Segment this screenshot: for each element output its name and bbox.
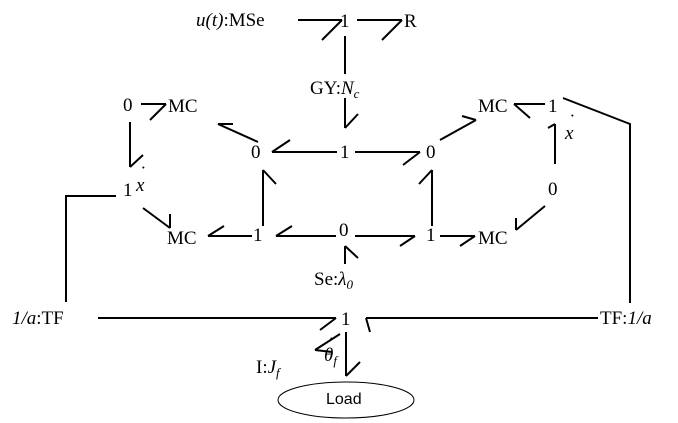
- mse-source: u(t): [196, 10, 224, 31]
- tf-right-ratio: 1/a: [627, 308, 652, 329]
- bond-1-mc-left: [142, 207, 171, 229]
- bond-1-tf-right: [562, 97, 631, 303]
- junction-1-bottom-left: 1: [253, 225, 263, 246]
- bond-1-load: [345, 332, 361, 377]
- bond-1-0-right-vert: [418, 169, 433, 226]
- bond-0-se: [344, 245, 359, 264]
- junction-0-center-right: 0: [426, 142, 436, 163]
- se-lambda: λ: [338, 269, 347, 290]
- right-xdot-dot: ˙: [568, 111, 575, 132]
- mse-label: u(t):MSe: [196, 11, 265, 30]
- junction-0-right: 0: [548, 179, 558, 200]
- bond-tf-1-right: [365, 317, 598, 333]
- load-label: Load: [326, 391, 362, 408]
- bond-1-mc-bottom-left: [207, 225, 252, 237]
- se-subscript: 0: [346, 277, 354, 292]
- bond-1-mc-bottom-right: [440, 235, 476, 247]
- right-xdot-text: x: [565, 123, 574, 144]
- bond-gy-1: [344, 98, 359, 129]
- left-xdot-dot: ˙: [139, 163, 146, 184]
- bond-0-1-bottom-right: [355, 235, 416, 247]
- i-j: J: [267, 357, 277, 378]
- mc-upper-right: MC: [478, 96, 508, 117]
- bond-1-0-left-vert: [262, 169, 277, 226]
- tf-right-label: TF:1/a: [600, 309, 652, 328]
- i-subscript: f: [276, 365, 280, 380]
- i-label: I:Jf: [256, 357, 280, 380]
- load-ellipse: [277, 381, 415, 419]
- mc-lower-right: MC: [478, 228, 508, 249]
- junction-1-left: 1: [123, 180, 133, 201]
- junction-0-bottom-center: 0: [339, 220, 349, 241]
- bond-1-i: [314, 333, 341, 353]
- junction-1-center: 1: [340, 142, 350, 163]
- bond-mse-1: [298, 19, 343, 41]
- bond-0-1-bottom-left: [275, 225, 336, 237]
- theta-subscript: f: [333, 353, 337, 368]
- right-xdot: x˙: [565, 112, 574, 144]
- bond-1-tf-left: [65, 195, 116, 302]
- junction-1-top: 1: [340, 11, 350, 32]
- bond-tf-1-left: [98, 317, 337, 331]
- theta-symbol: θ: [324, 345, 334, 366]
- theta-label: θ˙f: [324, 335, 337, 368]
- tf-left-ratio: 1/a: [12, 308, 37, 329]
- bond-0-mc-right: [439, 115, 477, 141]
- r-element: R: [404, 11, 417, 32]
- bond-0-1-left: [129, 122, 144, 168]
- bond-0-mc-left: [141, 103, 167, 121]
- bond-mc-0-left: [217, 123, 259, 143]
- gy-label: GY:Nc: [310, 78, 360, 101]
- tf-left-label: 1/a:TF: [12, 309, 64, 328]
- gy-n: N: [340, 78, 354, 99]
- se-label: Se:λ0: [314, 269, 354, 292]
- left-xdot: x˙: [136, 164, 145, 196]
- junction-1-bottom-right: 1: [426, 225, 436, 246]
- gy-type: GY:: [310, 78, 341, 99]
- bond-1-mc-right: [513, 103, 545, 119]
- bond-1-0-right: [547, 123, 556, 164]
- junction-1-right: 1: [548, 96, 558, 117]
- theta-dot: ˙: [327, 334, 334, 355]
- i-type: I:: [256, 357, 268, 378]
- tf-left-type: :TF: [36, 308, 64, 329]
- bond-0-mc-lower-right: [515, 205, 546, 231]
- mc-upper-left: MC: [168, 96, 198, 117]
- junction-1-bottom: 1: [341, 309, 351, 330]
- tf-right-type: TF:: [600, 308, 628, 329]
- bond-1-0-top-left: [271, 139, 337, 153]
- gy-subscript: c: [353, 86, 360, 101]
- se-type: Se:: [314, 269, 339, 290]
- junction-0-left: 0: [123, 95, 133, 116]
- bond-1-0-top-right: [355, 151, 421, 166]
- mse-type: :MSe: [223, 10, 265, 31]
- left-xdot-text: x: [136, 175, 145, 196]
- bond-1-r: [357, 19, 403, 41]
- junction-0-center-left: 0: [251, 142, 261, 163]
- mc-lower-left: MC: [167, 228, 197, 249]
